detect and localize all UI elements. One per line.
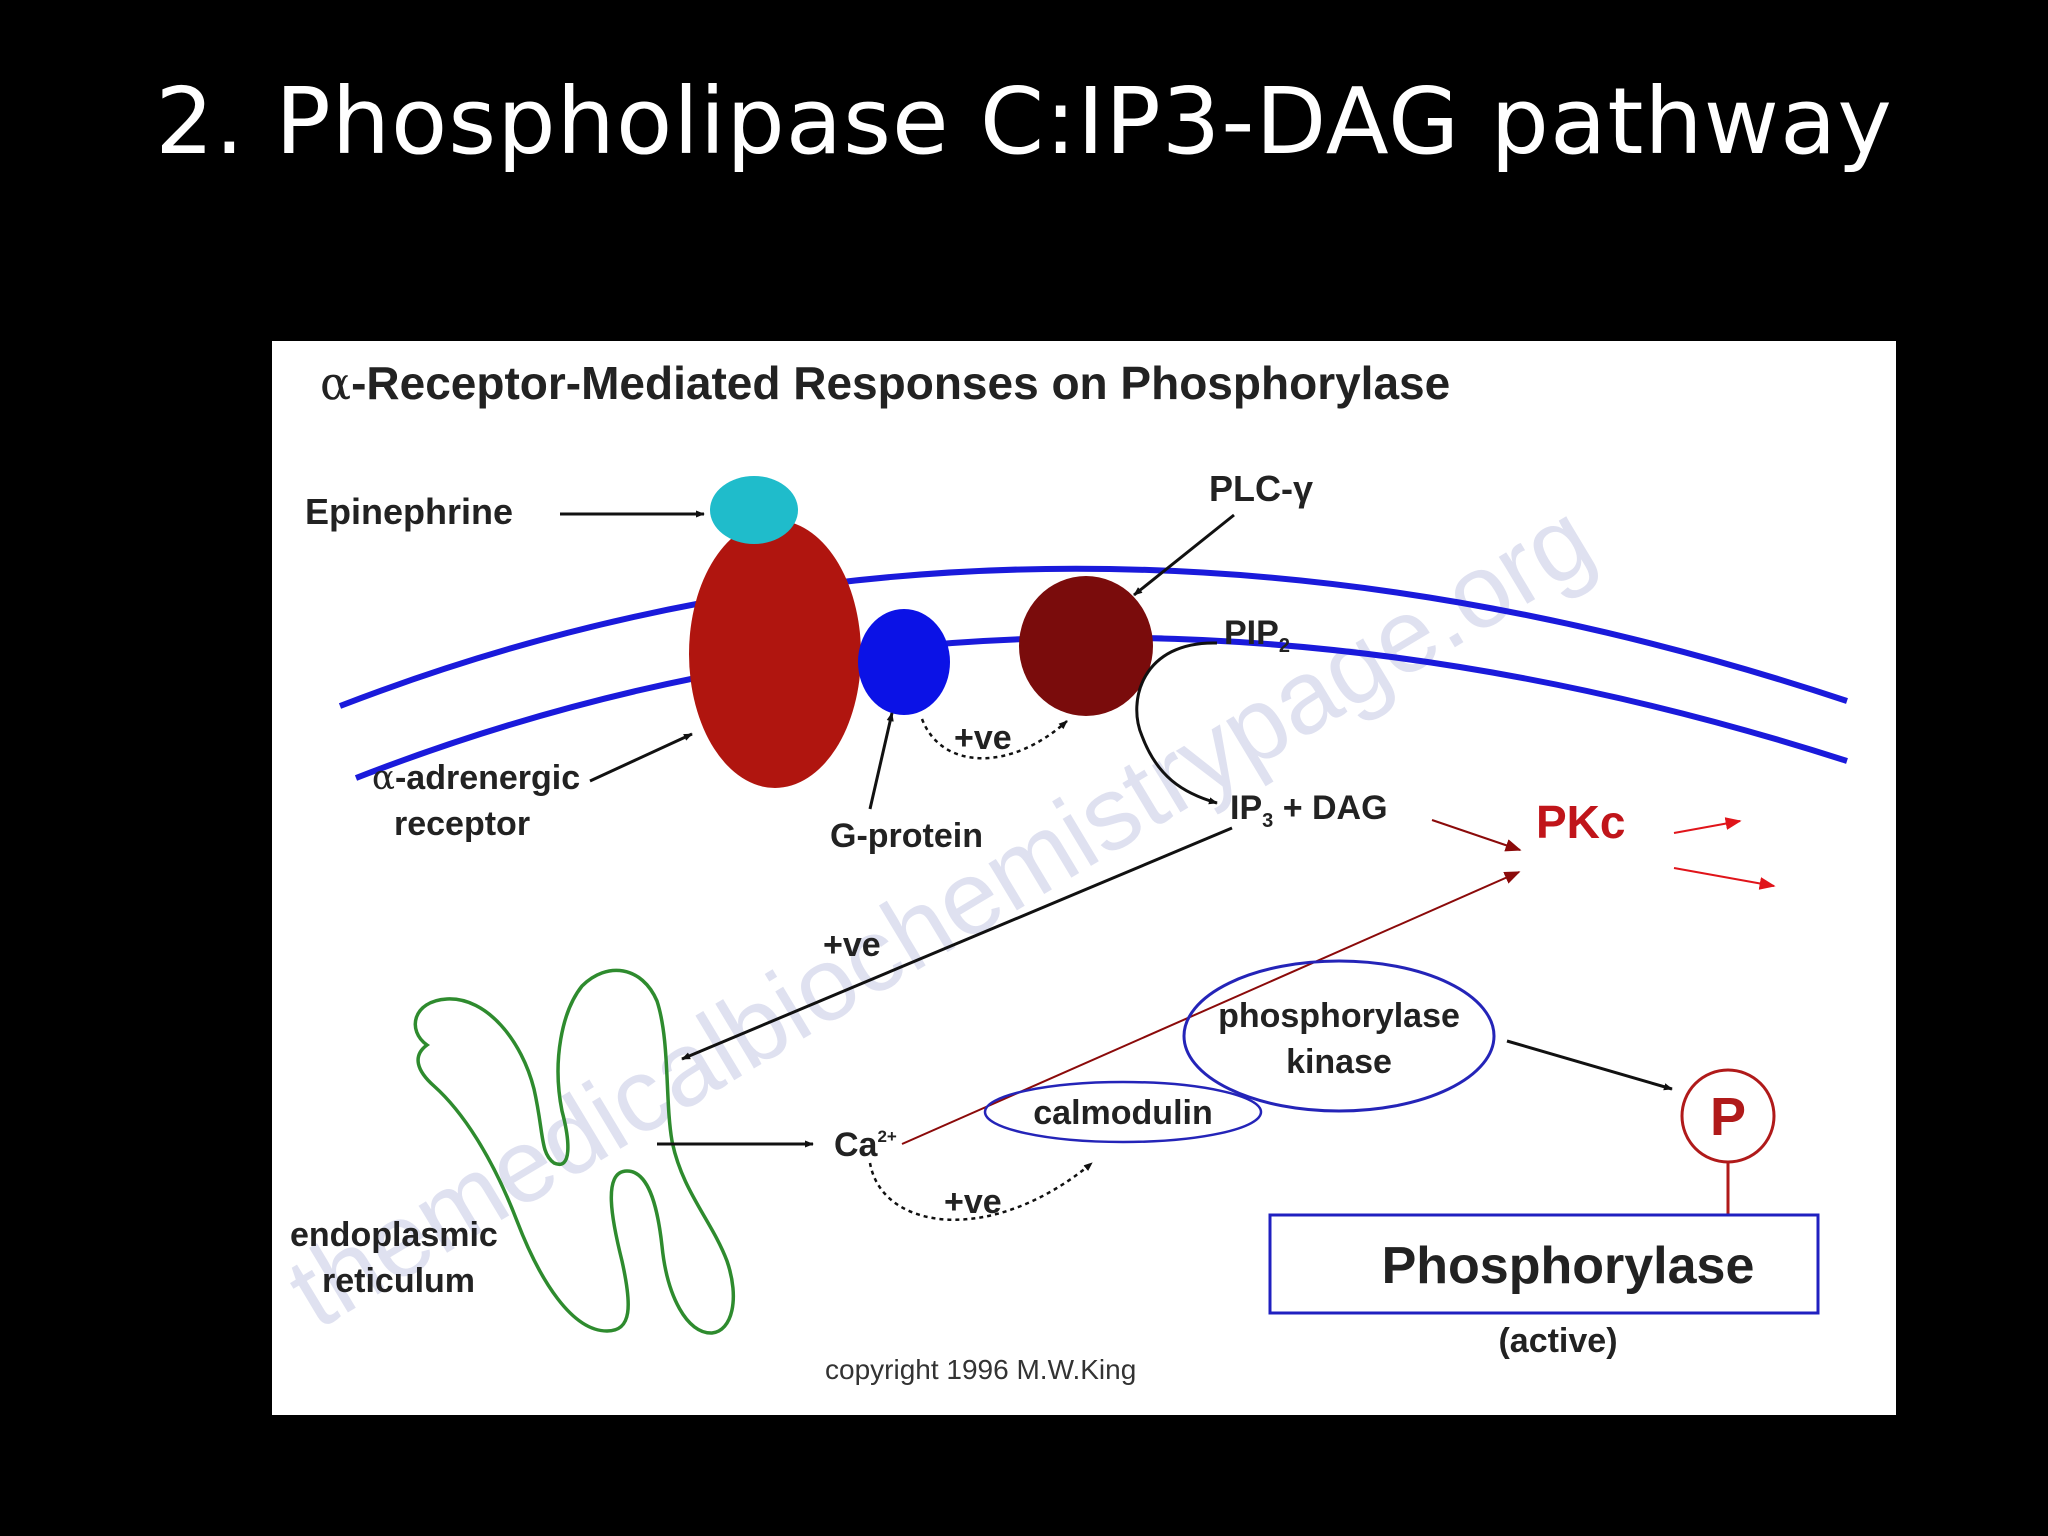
g-protein-arrow bbox=[868, 712, 894, 810]
calmodulin-ellipse bbox=[983, 1080, 1263, 1144]
phosphorylase-kinase-label-line1: phosphorylase bbox=[1218, 997, 1460, 1035]
pkc-output-arrow-2 bbox=[1673, 867, 1776, 890]
diagram-heading: α-Receptor-Mediated Responses on Phospho… bbox=[320, 356, 1450, 410]
pip2-text: PIP bbox=[1224, 614, 1279, 652]
plc-gamma-label: PLC-γ bbox=[1209, 468, 1313, 509]
phosphorylase-label: Phosphorylase bbox=[1382, 1237, 1755, 1295]
copyright-notice: copyright 1996 M.W.King bbox=[825, 1354, 1136, 1385]
membrane-outer bbox=[338, 565, 1848, 709]
g-protein-activation-arrow bbox=[920, 718, 1068, 760]
pkc-output-arrow-1 bbox=[1673, 817, 1742, 834]
phosphate-symbol: P bbox=[1710, 1087, 1746, 1147]
slide-title: 2. Phospholipase C:IP3-DAG pathway bbox=[155, 68, 1893, 175]
calmodulin-label: calmodulin bbox=[1033, 1094, 1212, 1132]
pip2-label: PIP2 bbox=[1224, 614, 1290, 657]
ip3-text: IP bbox=[1230, 789, 1262, 827]
plc-gamma-text: PLC-γ bbox=[1209, 468, 1313, 509]
ip3-to-er-arrow bbox=[681, 826, 1233, 1061]
alpha-receptor-symbol: α bbox=[372, 758, 395, 798]
plc-gamma-arrow bbox=[1133, 513, 1235, 597]
calcium-to-calmodulin-arrow bbox=[868, 1162, 1093, 1221]
alpha-adrenergic-receptor bbox=[689, 520, 861, 788]
pkc-label: PKc bbox=[1536, 796, 1625, 848]
g-protein bbox=[858, 609, 950, 715]
dag-text: + DAG bbox=[1273, 789, 1387, 827]
alpha-receptor-label: α-adrenergic bbox=[372, 758, 580, 798]
positive-top-label: +ve bbox=[954, 719, 1012, 757]
pip2-subscript: 2 bbox=[1279, 635, 1290, 657]
phosphorylase-active-label: (active) bbox=[1498, 1322, 1617, 1360]
dag-to-pkc-arrow bbox=[1431, 819, 1522, 852]
phosphorylase-kinase-ellipse bbox=[1182, 959, 1496, 1113]
plc-gamma-enzyme bbox=[1019, 576, 1153, 716]
epinephrine-label: Epinephrine bbox=[305, 491, 513, 532]
pathway-diagram: themedicalbiochemistrypage.org α-Recepto… bbox=[272, 356, 1848, 1385]
calcium-to-pkc-arrow bbox=[901, 871, 1521, 1145]
diagram-panel: themedicalbiochemistrypage.org α-Recepto… bbox=[272, 341, 1896, 1415]
alpha-receptor-text: -adrenergic bbox=[395, 759, 580, 797]
epinephrine-molecule bbox=[710, 476, 798, 544]
calcium-superscript: 2+ bbox=[877, 1127, 896, 1146]
heading-text: -Receptor-Mediated Responses on Phosphor… bbox=[351, 357, 1450, 409]
positive-bottom-label: +ve bbox=[944, 1183, 1002, 1221]
phosphorylase-kinase-label-line2: kinase bbox=[1286, 1043, 1392, 1081]
ip3-dag-label: IP3 + DAG bbox=[1230, 789, 1388, 832]
receptor-arrow bbox=[589, 732, 693, 783]
calcium-text: Ca bbox=[834, 1126, 879, 1164]
heading-alpha-symbol: α bbox=[320, 356, 351, 410]
receptor-label: receptor bbox=[394, 805, 530, 843]
g-protein-label: G-protein bbox=[830, 817, 983, 855]
positive-mid-label: +ve bbox=[823, 926, 881, 964]
endoplasmic-reticulum bbox=[413, 968, 736, 1335]
pip2-to-ip3-arrow bbox=[1135, 641, 1218, 805]
er-label-line2: reticulum bbox=[322, 1262, 475, 1300]
er-label-line1: endoplasmic bbox=[290, 1216, 498, 1254]
ip3-subscript: 3 bbox=[1262, 810, 1273, 832]
kinase-to-phosphate-arrow bbox=[1506, 1039, 1673, 1091]
phosphorylase-box bbox=[1268, 1213, 1820, 1315]
calcium-label: Ca2+ bbox=[834, 1126, 897, 1164]
